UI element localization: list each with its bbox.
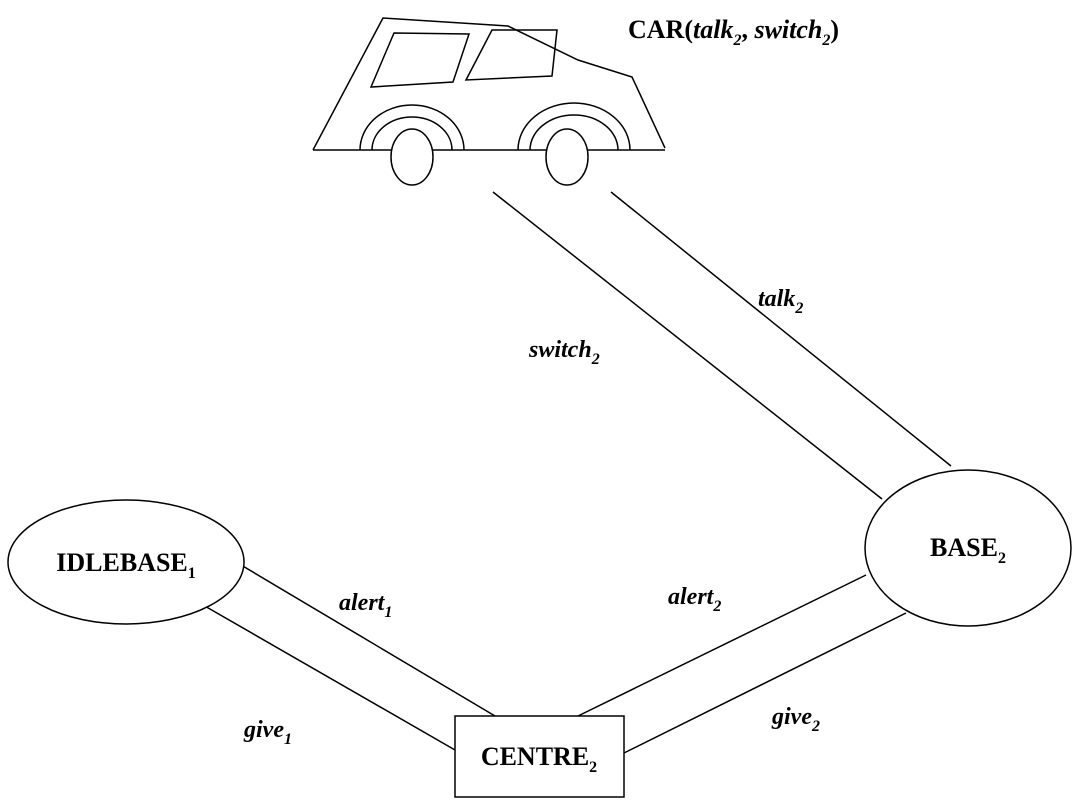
switch-channel-line [492, 191, 883, 500]
give1-channel-line [202, 604, 456, 751]
centre-node: CENTRE2 [454, 715, 625, 798]
give1-edge-label: give1 [243, 717, 292, 748]
give2-edge-label-text: give [771, 704, 812, 730]
car-label-close: ) [830, 15, 839, 44]
alert2-edge-label-text: alert [668, 584, 715, 610]
give2-edge-label-sub: 2 [811, 718, 820, 735]
idlebase-label: IDLEBASE1 [56, 548, 196, 582]
talk-edge-label-sub: 2 [794, 300, 803, 317]
idlebase-label-sub: 1 [188, 565, 196, 582]
talk-edge-label-text: talk [758, 286, 795, 312]
alert1-edge-label-sub: 1 [384, 604, 392, 621]
idlebase-label-text: IDLEBASE [56, 548, 188, 577]
base-label-text: BASE [930, 533, 998, 562]
car-icon [312, 17, 666, 186]
centre-label: CENTRE2 [481, 742, 597, 776]
give2-channel-line [623, 612, 907, 754]
car-label-arg1-sub: 2 [732, 32, 741, 49]
switch-edge-label-text: switch [528, 337, 592, 363]
switch-edge-label-sub: 2 [591, 351, 600, 368]
alert2-edge-label: alert2 [668, 584, 721, 615]
switch-edge-label: switch2 [528, 337, 600, 368]
car-label-arg1: talk [693, 15, 733, 44]
car-label-arg2: switch [753, 15, 822, 44]
base-node: BASE2 [864, 469, 1072, 627]
alert2-edge-label-sub: 2 [712, 598, 721, 615]
give1-edge-label-sub: 1 [284, 731, 292, 748]
idlebase-node: IDLEBASE1 [7, 499, 245, 625]
talk-edge-label: talk2 [758, 286, 803, 317]
car-label: CAR(talk2, switch2) [628, 15, 839, 49]
alert1-edge-label: alert1 [339, 590, 392, 621]
give2-edge-label: give2 [771, 704, 820, 735]
alert1-edge-label-text: alert [339, 590, 386, 616]
base-label-sub: 2 [998, 550, 1006, 567]
car-label-main: CAR( [628, 15, 693, 44]
car-label-comma: , [741, 15, 754, 44]
base-label: BASE2 [930, 533, 1006, 567]
car-label-arg2-sub: 2 [821, 32, 830, 49]
alert2-channel-line [577, 574, 867, 717]
centre-label-text: CENTRE [481, 742, 589, 771]
give1-edge-label-text: give [243, 717, 284, 743]
talk-channel-line [610, 191, 952, 467]
centre-label-sub: 2 [589, 759, 597, 776]
alert1-channel-line [235, 561, 496, 717]
